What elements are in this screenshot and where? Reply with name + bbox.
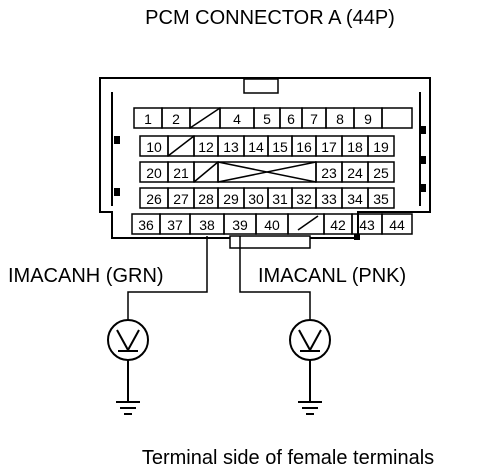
pin-1: 1 [144,111,152,127]
ground-icon [298,401,322,415]
pin-26: 26 [146,191,162,207]
key-slot [229,235,311,249]
voltmeter-icon [107,319,149,402]
pin-24: 24 [347,165,363,181]
pin-12: 12 [198,139,214,155]
pin-20: 20 [146,165,162,181]
connector-row-1 [133,107,413,129]
pin-40: 40 [264,217,280,233]
pin-10: 10 [146,139,162,155]
ground-icon [116,401,140,415]
pin-6: 6 [287,111,295,127]
pin-19: 19 [373,139,389,155]
pin-13: 13 [223,139,239,155]
imacanl-label: IMACANL (PNK) [258,265,406,287]
pin-44: 44 [389,217,405,233]
pin-25: 25 [373,165,389,181]
pin-7: 7 [310,111,318,127]
pin-2: 2 [172,111,180,127]
pin-14: 14 [248,139,264,155]
probe-wires [127,236,311,320]
pin-8: 8 [336,111,344,127]
pin-18: 18 [347,139,363,155]
connector-row-5 [131,213,413,235]
connector-row-2 [139,135,395,157]
pin-4: 4 [233,111,241,127]
pin-32: 32 [296,191,312,207]
pin-16: 16 [296,139,312,155]
pin-9: 9 [364,111,372,127]
voltmeter-icon [289,319,331,402]
terminal-side-caption: Terminal side of female terminals [142,447,434,469]
lock-tab [243,78,279,94]
side-lock-marks [114,126,426,240]
diagram-title: PCM CONNECTOR A (44P) [145,7,395,29]
pin-42: 42 [330,217,346,233]
pin-29: 29 [223,191,239,207]
connector-row-4 [139,187,395,209]
pin-5: 5 [263,111,271,127]
connector-row-3 [139,161,395,183]
pin-36: 36 [138,217,154,233]
pin-23: 23 [321,165,337,181]
pin-28: 28 [198,191,214,207]
pin-38: 38 [199,217,215,233]
pin-43: 43 [359,217,375,233]
pin-33: 33 [321,191,337,207]
pin-17: 17 [321,139,337,155]
pin-27: 27 [173,191,189,207]
pin-35: 35 [373,191,389,207]
imacanh-label: IMACANH (GRN) [8,265,164,287]
pin-34: 34 [347,191,363,207]
pin-15: 15 [272,139,288,155]
pin-31: 31 [272,191,288,207]
pin-21: 21 [173,165,189,181]
pin-39: 39 [232,217,248,233]
pin-37: 37 [167,217,183,233]
pin-30: 30 [248,191,264,207]
